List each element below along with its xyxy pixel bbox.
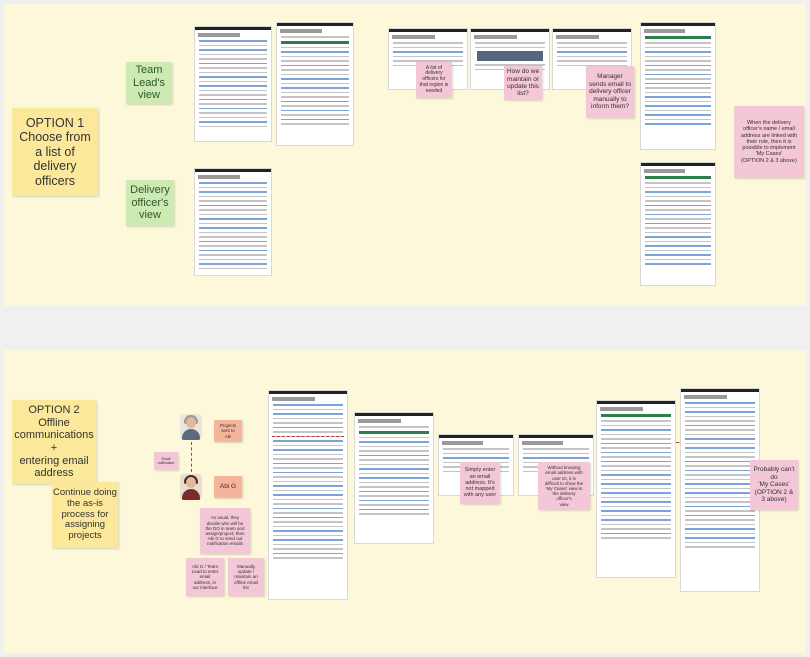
note-projects-sent: Projects sent to Abi xyxy=(214,420,242,442)
team-lead-avatar xyxy=(180,414,202,440)
note-as-usual: As usual, they decide who will be the DO… xyxy=(200,508,250,554)
note-abi: Abi G xyxy=(214,476,242,498)
option-2-my-cases-screenshot[interactable] xyxy=(680,388,760,592)
note-probably-cant: Probably can't do 'My Cases' (OPTION 2 &… xyxy=(750,460,798,510)
continue-as-is-label: Continue doing the as-is process for ass… xyxy=(52,482,118,548)
team-lead-projects-screenshot[interactable] xyxy=(194,26,272,142)
note-abi-enter-email: Abi G / Team Lead to enter email address… xyxy=(186,558,224,596)
note-my-cases: When the delivery officer's name / email… xyxy=(734,106,804,178)
note-without-knowing: Without knowing email address with user … xyxy=(538,462,590,510)
note-maintain-list: How do we maintain or update this list? xyxy=(504,66,542,100)
note-manually-update: Manually update / maintain an offline em… xyxy=(228,558,264,596)
delivery-officer-projects-screenshot[interactable] xyxy=(194,168,272,276)
note-manager-email: Manager sends email to delivery officer … xyxy=(586,66,634,118)
note-simply-enter-email: Simply enter an email address. It's not … xyxy=(460,462,500,504)
school-detail-screenshot-top[interactable] xyxy=(640,22,716,150)
abi-avatar xyxy=(180,474,202,500)
note-delivery-officer-list: A list of delivery officers for that reg… xyxy=(416,62,452,98)
option-2-board: OPTION 2 Offline communications + enteri… xyxy=(4,350,806,653)
option-2-projects-screenshot[interactable] xyxy=(268,390,348,600)
option-1-label: OPTION 1 Choose from a list of delivery … xyxy=(12,108,98,196)
school-detail-screenshot-bottom[interactable] xyxy=(640,162,716,286)
projects-to-detail-connector xyxy=(272,436,344,437)
avatar-connector xyxy=(191,442,192,472)
option-2-school-detail-screenshot[interactable] xyxy=(596,400,676,578)
option-1-board: OPTION 1 Choose from a list of delivery … xyxy=(4,4,806,306)
note-email-notification: Email notification xyxy=(154,452,178,470)
delivery-officer-view-label: Delivery officer's view xyxy=(126,180,174,226)
team-lead-project-detail-screenshot[interactable] xyxy=(276,22,354,146)
option-2-label: OPTION 2 Offline communications + enteri… xyxy=(12,400,96,484)
option-2-project-detail-screenshot[interactable] xyxy=(354,412,434,544)
team-lead-view-label: Team Lead's view xyxy=(126,62,172,104)
